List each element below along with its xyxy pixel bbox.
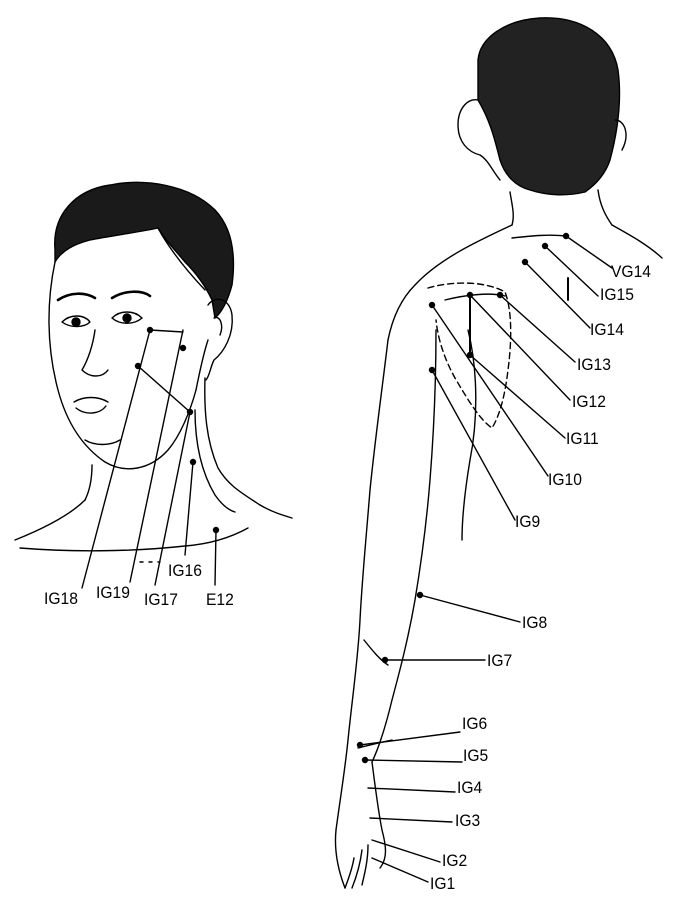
shoulder-right-top	[612, 225, 662, 258]
label-ig10: IG10	[548, 471, 582, 488]
chin	[85, 440, 120, 445]
leader-ig2	[372, 840, 440, 862]
back-neck-left	[510, 192, 513, 225]
label-ig7: IG7	[487, 652, 512, 669]
leader-ig9	[432, 370, 515, 520]
leader-ig16	[185, 462, 193, 555]
label-ig18: IG18	[44, 590, 78, 607]
label-ig1: IG1	[430, 875, 455, 892]
leader-ig11	[470, 355, 565, 438]
label-ig5: IG5	[463, 747, 488, 764]
leader-cheek	[138, 366, 190, 412]
leader-e12	[215, 530, 216, 585]
shoulder-left	[15, 500, 85, 540]
shoulder-right	[260, 505, 292, 518]
mouth	[74, 398, 108, 414]
leader-ig4	[368, 788, 455, 792]
label-e12: E12	[206, 591, 234, 608]
label-ig19: IG19	[96, 584, 130, 601]
label-ig13: IG13	[577, 356, 611, 373]
label-ig2: IG2	[442, 852, 467, 869]
label-vg14: VG14	[611, 263, 651, 280]
label-ig4: IG4	[457, 779, 482, 796]
head-figure	[15, 182, 292, 588]
label-ig12: IG12	[572, 393, 606, 410]
neck-left	[85, 465, 92, 500]
ear-inner	[214, 317, 222, 335]
label-ig8: IG8	[522, 614, 547, 631]
leader-ig5	[365, 760, 462, 762]
label-ig14: IG14	[590, 321, 624, 338]
eyebrow-right	[112, 292, 150, 298]
back-neck-right	[598, 190, 612, 225]
upper-back-line	[512, 235, 566, 238]
head-hair	[55, 182, 234, 318]
label-ig17: IG17	[144, 591, 178, 608]
back-hair	[478, 18, 620, 195]
back-contour	[462, 330, 476, 540]
leader-ig6	[360, 732, 460, 745]
leader-ig8	[420, 595, 520, 622]
arm-outer	[336, 340, 388, 830]
label-ig15: IG15	[600, 286, 634, 303]
label-ig3: IG3	[455, 812, 480, 829]
leader-vg14	[566, 236, 612, 268]
fingers	[345, 845, 368, 888]
back-figure	[335, 18, 662, 888]
label-ig11: IG11	[566, 430, 599, 447]
label-ig9: IG9	[515, 513, 540, 530]
nose	[82, 330, 108, 376]
shoulder-top	[388, 225, 512, 340]
label-ig16: IG16	[168, 562, 202, 579]
leader-temple	[150, 330, 183, 332]
scapula-spine	[445, 294, 505, 300]
eyebrow-left	[58, 294, 95, 300]
leader-ig1	[372, 858, 428, 882]
leader-ig10	[432, 305, 548, 476]
neck-right	[205, 378, 260, 505]
label-ig6: IG6	[462, 715, 487, 732]
leader-ig14	[525, 262, 590, 328]
leader-ig3	[370, 818, 452, 822]
